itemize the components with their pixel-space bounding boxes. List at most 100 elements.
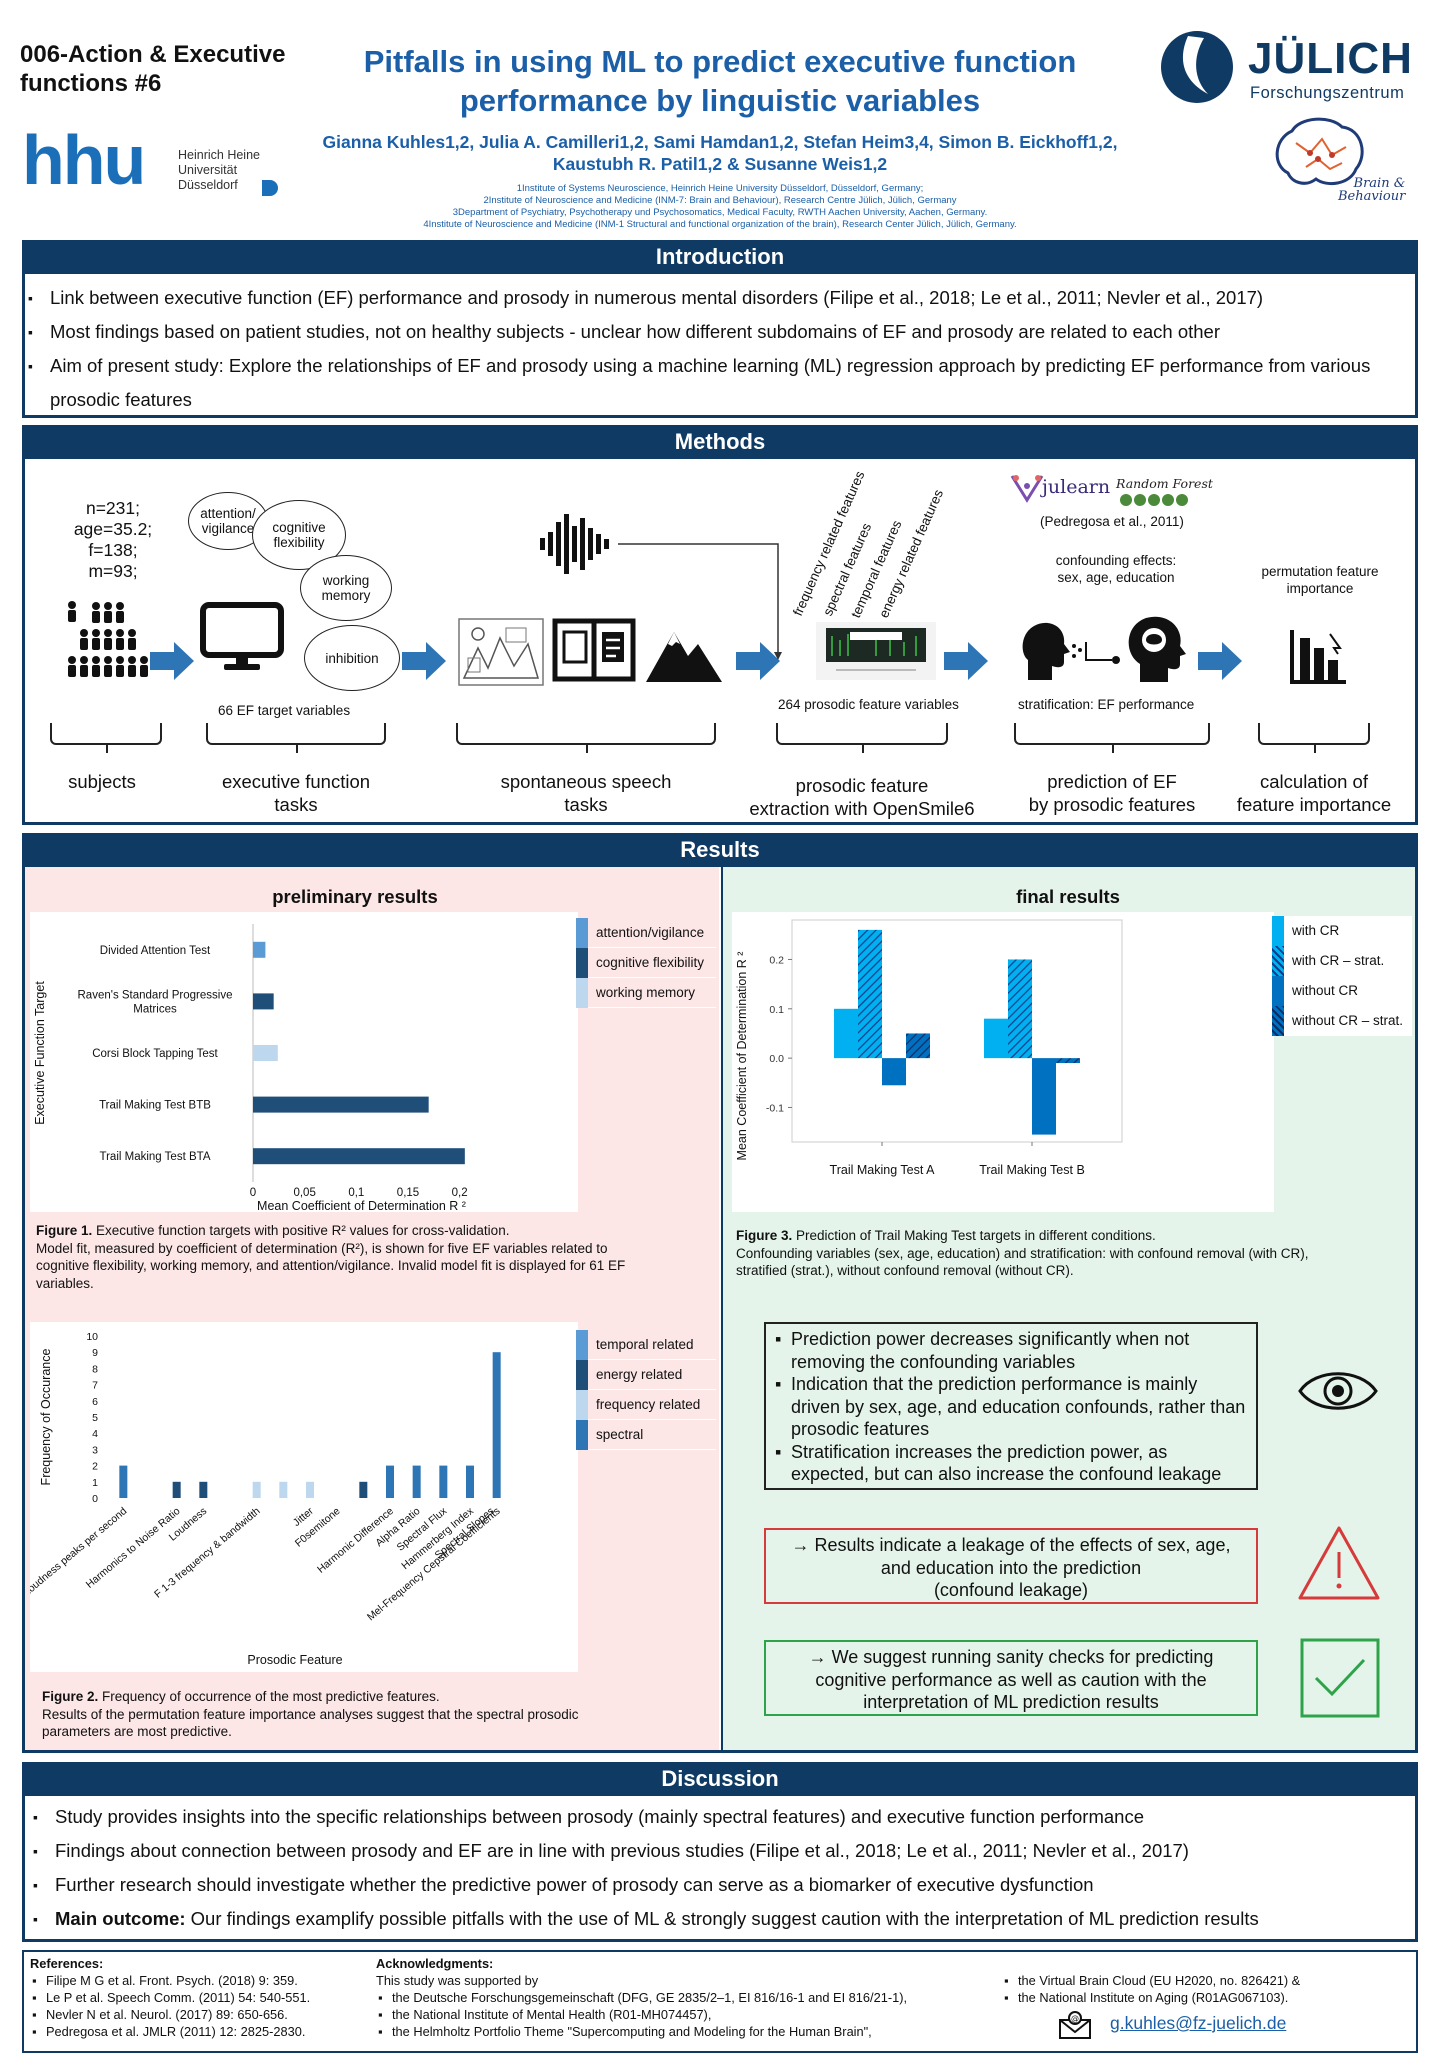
- brace-prediction: [1014, 723, 1210, 753]
- fig1-category-label: Trail Making Test BTA: [100, 1151, 211, 1163]
- fig2-bar: [199, 1481, 208, 1498]
- fig3-y-tick: 0.0: [769, 1053, 784, 1065]
- fig1-y-label: Executive Function Target: [33, 981, 47, 1125]
- svg-text:@: @: [1071, 2014, 1079, 2023]
- callout-leakage-line2: and education into the prediction: [880, 1557, 1142, 1578]
- brace-importance: [1258, 723, 1370, 753]
- fig2-bar: [306, 1481, 314, 1498]
- discussion-bullet-4: Main outcome: Our findings examplify pos…: [33, 1902, 1259, 1936]
- authors: Gianna Kuhles1,2, Julia A. Camilleri1,2,…: [270, 131, 1170, 175]
- affiliations: 1Institute of Systems Neuroscience, Hein…: [270, 183, 1170, 231]
- ack-item: ▪the Deutsche Forschungsgemeinschaft (DF…: [378, 1990, 908, 2005]
- stage-speech: spontaneous speech tasks: [476, 770, 696, 816]
- perm-importance-label: permutation feature importance: [1240, 563, 1400, 597]
- results-heading: Results: [22, 833, 1418, 867]
- thinking-head-icon: [1128, 616, 1186, 682]
- fig2-caption-bold: Figure 2.: [42, 1689, 99, 1704]
- fig2-y-tick: 0: [92, 1493, 98, 1505]
- bubble-working-memory: working memory: [300, 555, 392, 621]
- ack-item: ▪the National Institute of Mental Health…: [378, 2007, 712, 2022]
- ack-text: the Helmholtz Portfolio Theme "Supercomp…: [392, 2024, 872, 2039]
- stage-ef-line1: executive function: [221, 771, 371, 792]
- callout-bullet-text: Prediction power decreases significantly…: [791, 1329, 1190, 1372]
- fig1-legend: attention/vigilance cognitive flexibilit…: [576, 917, 716, 1008]
- fig1-bar: [253, 1045, 278, 1061]
- legend-label: with CR – strat.: [1292, 952, 1385, 968]
- intro-bullet-2: Most findings based on patient studies, …: [28, 315, 1220, 349]
- fig2-legend-item: temporal related: [576, 1329, 716, 1360]
- fig1-bar: [253, 993, 274, 1010]
- fig1-category-label: Trail Making Test BTB: [99, 1100, 211, 1112]
- email-link[interactable]: g.kuhles@fz-juelich.de: [1110, 2013, 1287, 2033]
- fig1-caption-line2: Model fit, measured by coefficient of de…: [36, 1240, 608, 1256]
- fig2-y-tick: 6: [92, 1396, 98, 1408]
- fig1-category-label: Matrices: [133, 1003, 177, 1015]
- arrow-right-icon: [944, 642, 988, 680]
- fig2-caption-line2: Results of the permutation feature impor…: [42, 1706, 579, 1722]
- fig2-y-tick: 7: [92, 1380, 98, 1392]
- ack-intro: This study was supported by: [376, 1973, 539, 1988]
- session-label: 006-Action & Executive functions #6: [20, 41, 286, 97]
- fig1-x-tick: 0: [250, 1187, 256, 1199]
- fig2-bar: [439, 1465, 448, 1498]
- fig2-legend-item: energy related: [576, 1359, 716, 1390]
- fig2-bar: [412, 1465, 421, 1498]
- fig3-caption-bold: Figure 3.: [736, 1228, 793, 1243]
- ack-text: the National Institute on Aging (R01AG06…: [1018, 1990, 1289, 2005]
- brace-subjects: [50, 723, 162, 753]
- brace-ef-tasks: [206, 723, 386, 753]
- computer-monitor-icon: [200, 602, 284, 670]
- references: References: ▪Filipe M G et al. Front. Ps…: [30, 1955, 360, 2040]
- stage-ef-tasks: executive function tasks: [196, 770, 396, 816]
- legend-label: attention/vigilance: [596, 924, 705, 940]
- fig3-chart-area: [732, 912, 1274, 1212]
- stage-extraction-line1: prosodic feature: [795, 775, 929, 796]
- fig1-x-label: Mean Coefficient of Determination R ²: [257, 1199, 466, 1212]
- prosodic-vars-label: 264 prosodic feature variables: [778, 697, 959, 712]
- reference-item: ▪Nevler N et al. Neurol. (2017) 89: 650-…: [32, 2007, 288, 2022]
- fig1-category-label: Corsi Block Tapping Test: [92, 1048, 218, 1060]
- julich-drop-icon: [1161, 31, 1233, 103]
- fig1-category-label: Raven's Standard Progressive: [78, 989, 233, 1001]
- reference-text: Pedregosa et al. JMLR (2011) 12: 2825-28…: [46, 2024, 306, 2039]
- intro-bullet-3-cont: prosodic features: [50, 389, 192, 410]
- julearn-label: julearn: [1042, 476, 1111, 498]
- reference-item: ▪Pedregosa et al. JMLR (2011) 12: 2825-2…: [32, 2024, 306, 2039]
- fig1-legend-item: cognitive flexibility: [576, 947, 716, 978]
- fig1-x-tick: 0,05: [293, 1187, 315, 1199]
- main-outcome-text: Our findings examplify possible pitfalls…: [185, 1908, 1259, 1929]
- title-line2: performance by linguistic variables: [459, 83, 981, 118]
- checkmark-icon: [1300, 1638, 1380, 1718]
- fig1-caption: Figure 1. Executive function targets wit…: [36, 1222, 686, 1292]
- hhu-name-line2: Universität: [178, 163, 238, 177]
- intro-bullet-1: Link between executive function (EF) per…: [28, 281, 1263, 315]
- random-forest-label: Random Forest: [1116, 476, 1213, 491]
- ack-item: ▪the Helmholtz Portfolio Theme "Supercom…: [378, 2024, 872, 2039]
- fig3-plot-frame: [791, 919, 1123, 1143]
- discussion-bullet-1: Study provides insights into the specifi…: [33, 1800, 1144, 1834]
- callout-leakage-line3: (confound leakage): [933, 1580, 1089, 1600]
- poster-title: Pitfalls in using ML to predict executiv…: [300, 42, 1140, 120]
- subjects-stats: n=231; age=35.2; f=138; m=93;: [68, 498, 158, 582]
- affiliation-4: 4Institute of Neuroscience and Medicine …: [423, 219, 1017, 230]
- fig3-category-label: Trail Making Test A: [830, 1163, 936, 1177]
- fig2-y-tick: 8: [92, 1363, 98, 1375]
- fig3-legend-item: without CR: [1272, 975, 1412, 1006]
- fig3-bar: [858, 929, 882, 1059]
- reference-text: Nevler N et al. Neurol. (2017) 89: 650-6…: [46, 2007, 288, 2022]
- fig3-caption-line2: Confounding variables (sex, age, educati…: [736, 1245, 1309, 1261]
- subjects-sex: f=138; m=93;: [88, 540, 138, 581]
- fig1-caption-line4: variables.: [36, 1275, 94, 1291]
- fig2-y-tick: 3: [92, 1444, 98, 1456]
- bubble-inhibition: inhibition: [304, 625, 400, 691]
- fig2-bar: [252, 1481, 261, 1498]
- arrow-right-icon: [402, 642, 446, 680]
- julich-sub-text: Forschungszentrum: [1250, 84, 1405, 102]
- brain-logo-text1: Brain &: [1353, 176, 1406, 191]
- fig3-caption: Figure 3. Prediction of Trail Making Tes…: [736, 1227, 1406, 1280]
- julich-logo: JÜLICH Forschungszentrum: [1158, 28, 1428, 108]
- legend-swatch: [1272, 945, 1284, 976]
- discussion-bullet-2: Findings about connection between prosod…: [33, 1834, 1189, 1868]
- fig3-legend: with CR with CR – strat. without CR with…: [1272, 915, 1412, 1036]
